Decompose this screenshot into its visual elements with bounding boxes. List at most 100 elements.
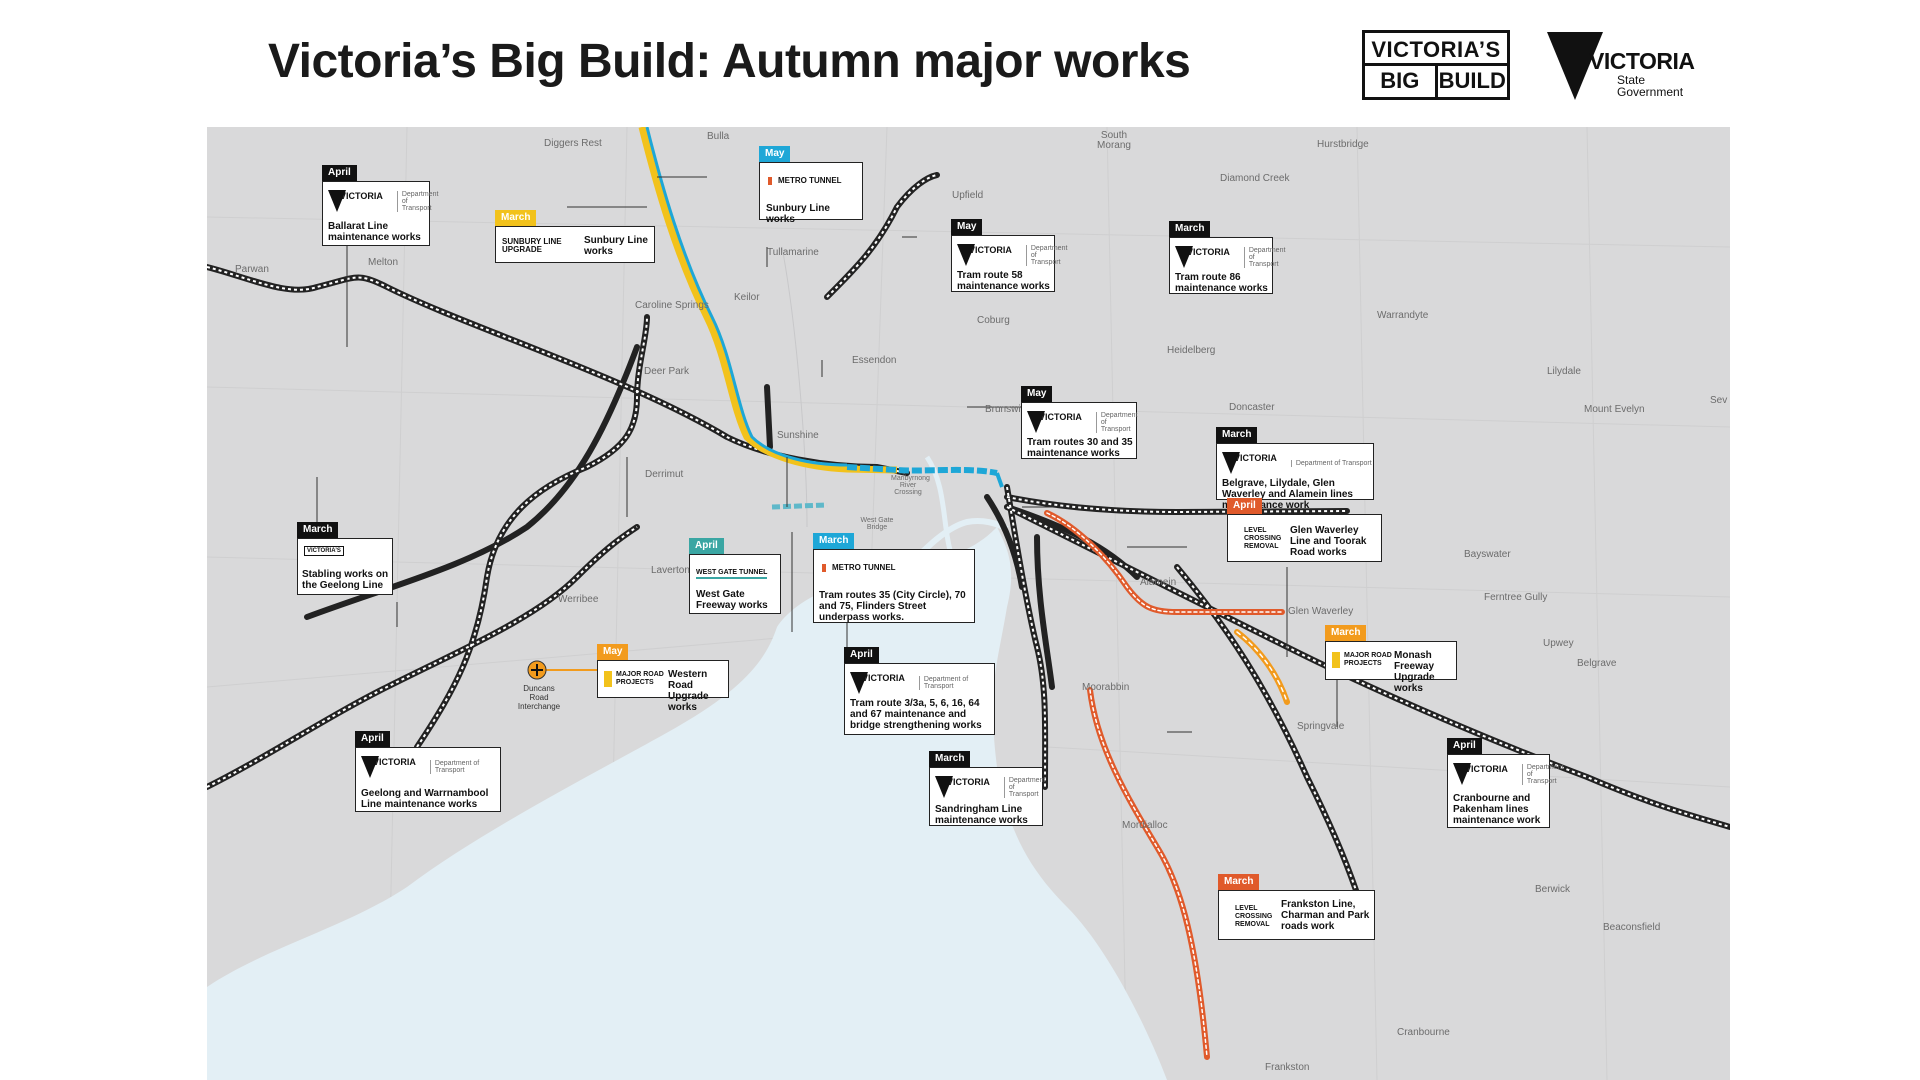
month-tag: March [929,751,971,767]
callout-glen-waverley-lxr[interactable]: April LEVEL CROSSING REMOVAL Glen Waverl… [1227,498,1382,562]
level-crossing-logo: LEVEL CROSSING REMOVAL [1244,527,1282,550]
callout-text: Ballarat Line maintenance works [328,221,421,243]
place-label: Alamein [1140,577,1177,588]
callout-text: Tram routes 35 (City Circle), 70 and 75,… [819,590,966,623]
place-label: Parwan [235,264,269,275]
place-label: Sunshine [777,430,819,441]
callout-text: Cranbourne and Pakenham lines maintenanc… [1453,793,1541,826]
callout-text: Geelong and Warrnambool Line maintenance… [361,788,489,810]
callout-metro-tunnel-sunbury[interactable]: May METRO TUNNEL Sunbury Line works [759,146,863,225]
government-text: Government [1617,85,1684,99]
place-label: Mordialloc [1122,820,1168,831]
place-label: Essendon [852,355,897,366]
place-label: Duncans Road Interchange [517,684,561,711]
callout-sunbury-upgrade[interactable]: March SUNBURY LINE UPGRADE Sunbury Line … [495,210,655,263]
callout-text: Sandringham Line maintenance works [935,804,1028,826]
month-tag: May [1021,386,1053,402]
callout-western-road[interactable]: May MAJOR ROAD PROJECTS Western Road Upg… [597,644,729,713]
callout-text: Belgrave, Lilydale, Glen Waverley and Al… [1222,478,1353,511]
callout-text: Glen Waverley Line and Toorak Road works [1290,525,1367,558]
big-build-logo-line1: VICTORIA’S [1371,37,1501,62]
sunbury-line-route [638,127,898,474]
place-label: Mount Evelyn [1584,404,1645,415]
month-tag: April [355,731,390,747]
place-label: Springvale [1297,721,1345,732]
callout-stabling-geelong[interactable]: March VICTORIA’S Stabling works on the G… [297,522,393,595]
state-text: State [1617,73,1646,87]
month-tag: March [495,210,537,226]
place-label: South Morang [1097,130,1131,151]
place-label: Belgrave [1577,658,1617,669]
place-label: Tullamarine [767,247,819,258]
place-label: Beaconsfield [1603,922,1661,933]
place-label: Werribee [558,594,599,605]
month-tag: March [1169,221,1211,237]
west-gate-tunnel-logo: WEST GATE TUNNEL [696,569,768,579]
place-label: Diamond Creek [1220,173,1290,184]
month-tag: April [322,165,357,181]
place-label: Heidelberg [1167,345,1216,356]
place-label: Caroline Springs [635,300,709,311]
month-tag: March [813,533,855,549]
month-tag: April [1227,498,1262,514]
place-label: Deer Park [644,366,690,377]
place-label: Ferntree Gully [1484,592,1548,603]
place-label: Derrimut [645,469,684,480]
callout-frankston-lxr[interactable]: March LEVEL CROSSING REMOVAL Frankston L… [1218,874,1375,940]
major-road-projects-logo: MAJOR ROAD PROJECTS [1332,652,1398,668]
month-tag: May [951,219,983,235]
place-label: Sev [1710,395,1728,406]
place-label: Doncaster [1229,402,1275,413]
victoria-state-government-logo: VICTORIA State Government [1545,30,1695,102]
state-government-text: State Government [1617,74,1683,98]
callout-text: Tram route 3/3a, 5, 6, 16, 64 and 67 mai… [850,698,982,731]
level-crossing-logo: LEVEL CROSSING REMOVAL [1235,905,1273,928]
place-label: Maribyrnong River Crossing [891,475,930,496]
month-tag: April [1447,738,1482,754]
callout-tram-city-circle[interactable]: March METRO TUNNEL Tram routes 35 (City … [813,533,975,623]
works-map[interactable]: Diggers Rest Bulla South Morang Hurstbri… [207,127,1730,1080]
month-tag: March [1325,625,1367,641]
victoria-triangle-icon [1547,32,1603,100]
west-gate-tunnel-route [771,502,828,510]
callout-text: Stabling works on the Geelong Line [302,569,389,591]
callout-text: Sunbury Line works [766,203,830,225]
place-label: Keilor [734,292,760,303]
month-tag: April [689,538,724,554]
callout-monash-freeway[interactable]: March MAJOR ROAD PROJECTS Monash Freeway… [1325,625,1457,694]
place-label: Upfield [952,190,984,201]
big-build-logo-word-big: BIG [1380,68,1420,93]
place-label: Diggers Rest [544,138,602,149]
place-label: Cranbourne [1397,1027,1450,1038]
callout-text: Monash Freeway Upgrade works [1394,650,1435,694]
place-label: Brunswick [985,404,1031,415]
place-label: Upwey [1543,638,1574,649]
callout-text: West Gate Freeway works [696,589,768,611]
callout-text: Tram route 58 maintenance works [957,270,1050,292]
month-tag: May [759,146,791,162]
major-road-projects-logo: MAJOR ROAD PROJECTS [604,671,670,687]
callout-west-gate-freeway[interactable]: April WEST GATE TUNNEL West Gate Freeway… [689,538,781,614]
metro-tunnel-route [846,464,998,476]
callout-text: Tram route 86 maintenance works [1175,272,1268,294]
month-tag: March [1216,427,1258,443]
callout-text: Tram routes 30 and 35 maintenance works [1027,437,1133,459]
place-label: Coburg [977,315,1010,326]
place-label: West Gate Bridge [860,517,894,531]
callout-text: Sunbury Line works [584,235,648,257]
